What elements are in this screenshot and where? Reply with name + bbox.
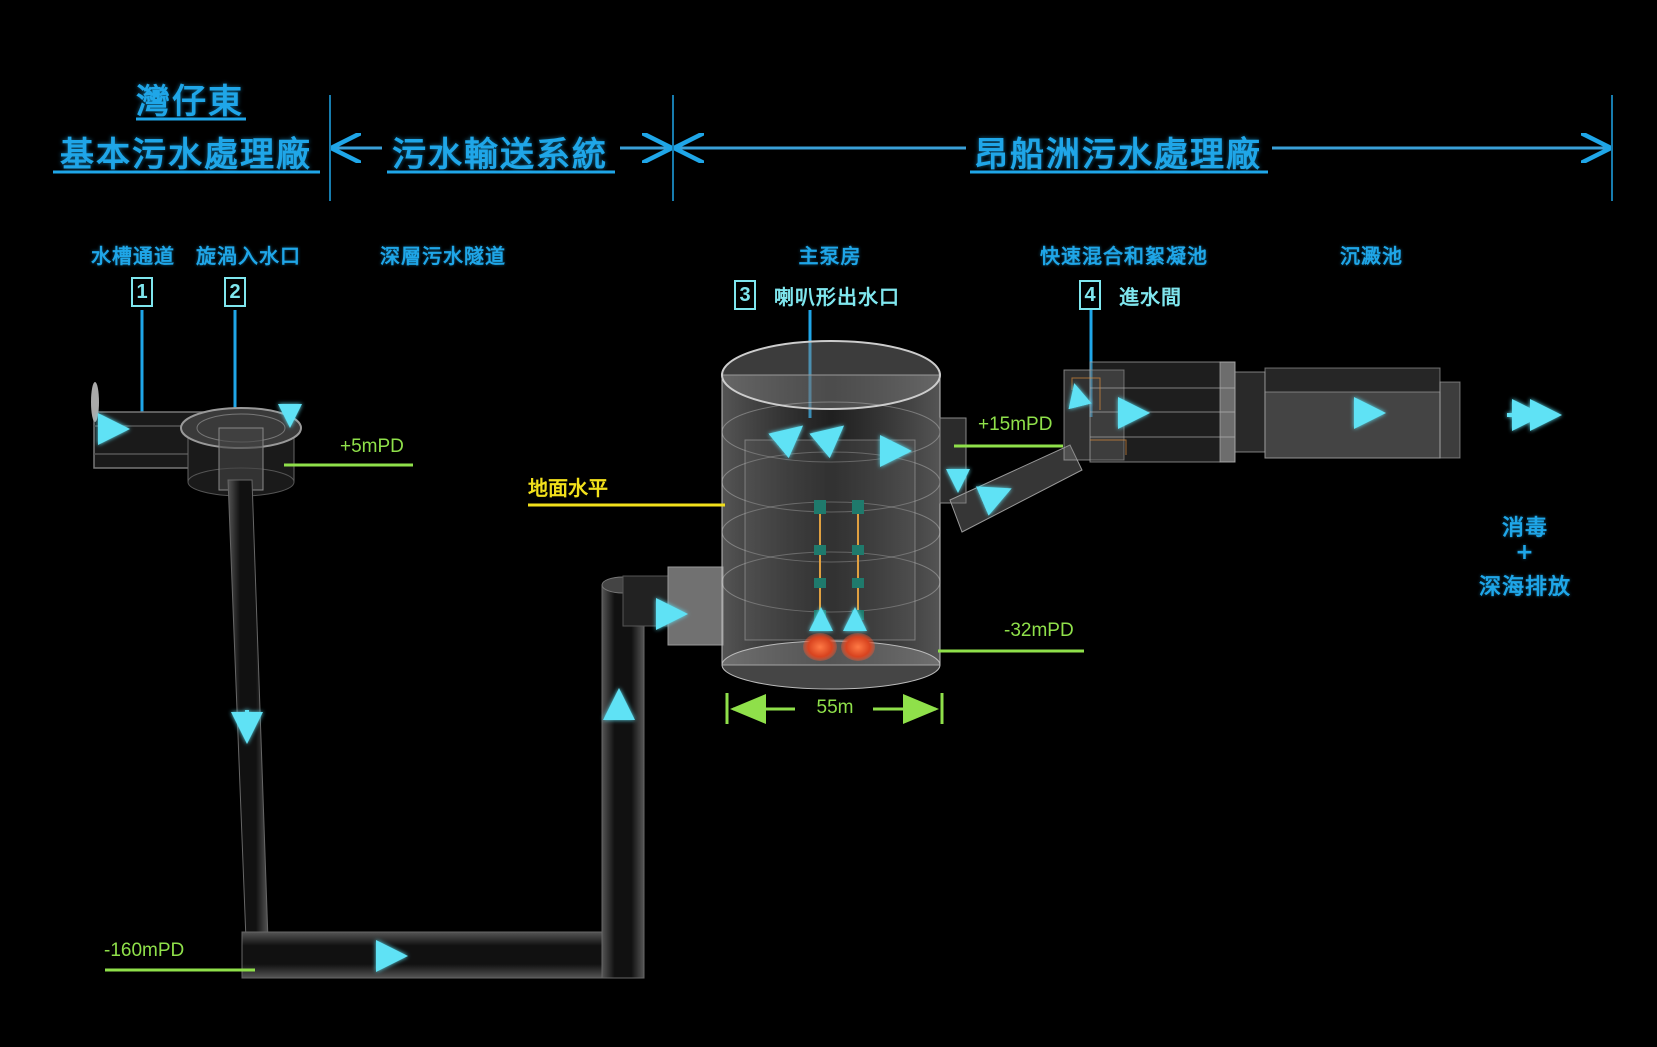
inclined-conduit (949, 444, 1083, 533)
label-sedimentation: 沉澱池 (1340, 244, 1403, 268)
riser-connector (622, 575, 669, 627)
flow-arrow (809, 425, 845, 459)
floor-ring (721, 501, 941, 563)
channel-gate (91, 382, 99, 422)
level-lines (105, 444, 1084, 972)
tank-wall (1219, 361, 1236, 463)
pump-house-top (721, 340, 941, 410)
valve (814, 578, 826, 588)
orange-pipe (1090, 439, 1127, 455)
marker-3: 3 (734, 280, 756, 310)
valve (814, 545, 826, 555)
riser-shaft (601, 584, 645, 979)
flow-arrow (975, 486, 1012, 516)
valve (852, 578, 864, 588)
marker-3-label: 喇叭形出水口 (774, 285, 900, 309)
main-pumping-station-structure (721, 340, 941, 690)
wan-chai-east-title: 灣仔東 (136, 82, 244, 122)
marker-1: 1 (131, 277, 153, 307)
pump-frame (744, 439, 916, 641)
level-plus5: +5mPD (340, 436, 404, 457)
pump-outlet-box (939, 417, 967, 504)
label-rapid-mixing: 快速混合和絮凝池 (1040, 244, 1208, 268)
label-vortex-inlet: 旋渦入水口 (196, 244, 301, 268)
pump (803, 633, 837, 661)
ground-level-label: 地面水平 (528, 476, 608, 500)
valve (852, 545, 864, 555)
pump (841, 633, 875, 661)
header-dividers (329, 95, 1613, 201)
marker-4-label: 進水間 (1119, 285, 1182, 309)
label-channel: 水槽通道 (91, 244, 175, 268)
outlet-deep-sea-discharge: 深海排放 (1478, 575, 1572, 600)
stonecutters-plant-title: 昂船洲污水處理廠 (974, 135, 1262, 175)
dimension-label: 55m (816, 697, 854, 718)
flow-arrows (98, 383, 1562, 972)
label-deep-tunnel: 深層污水隧道 (380, 244, 506, 268)
connector (1234, 371, 1266, 453)
sedimentation-water (1264, 391, 1441, 459)
outlet-disinfection: 消毒 (1501, 516, 1549, 541)
wan-chai-east-plant-title: 基本污水處理廠 (60, 135, 312, 175)
deep-tunnel (241, 931, 645, 979)
level-plus15: +15mPD (978, 414, 1053, 435)
valve (852, 500, 864, 514)
conveyance-system-title: 污水輸送系統 (392, 135, 608, 175)
rapid-mixing-structure (1063, 361, 1266, 463)
flow-arrow (1068, 383, 1092, 410)
level-minus32: -32mPD (1004, 620, 1074, 641)
marker-2: 2 (224, 277, 246, 307)
pump-inlet-box (667, 566, 724, 646)
marker-leaders (140, 310, 1093, 420)
outlet-plus: + (1515, 540, 1535, 565)
dimension-55m (725, 693, 944, 724)
label-main-pumping-station: 主泵房 (798, 244, 862, 268)
tank-end (1439, 381, 1461, 459)
marker-4: 4 (1079, 280, 1101, 310)
header-underlines (53, 117, 1268, 174)
sedimentation-structure (1264, 367, 1461, 459)
flow-arrow (768, 425, 804, 459)
valve (814, 500, 826, 514)
level-minus160: -160mPD (104, 940, 185, 961)
